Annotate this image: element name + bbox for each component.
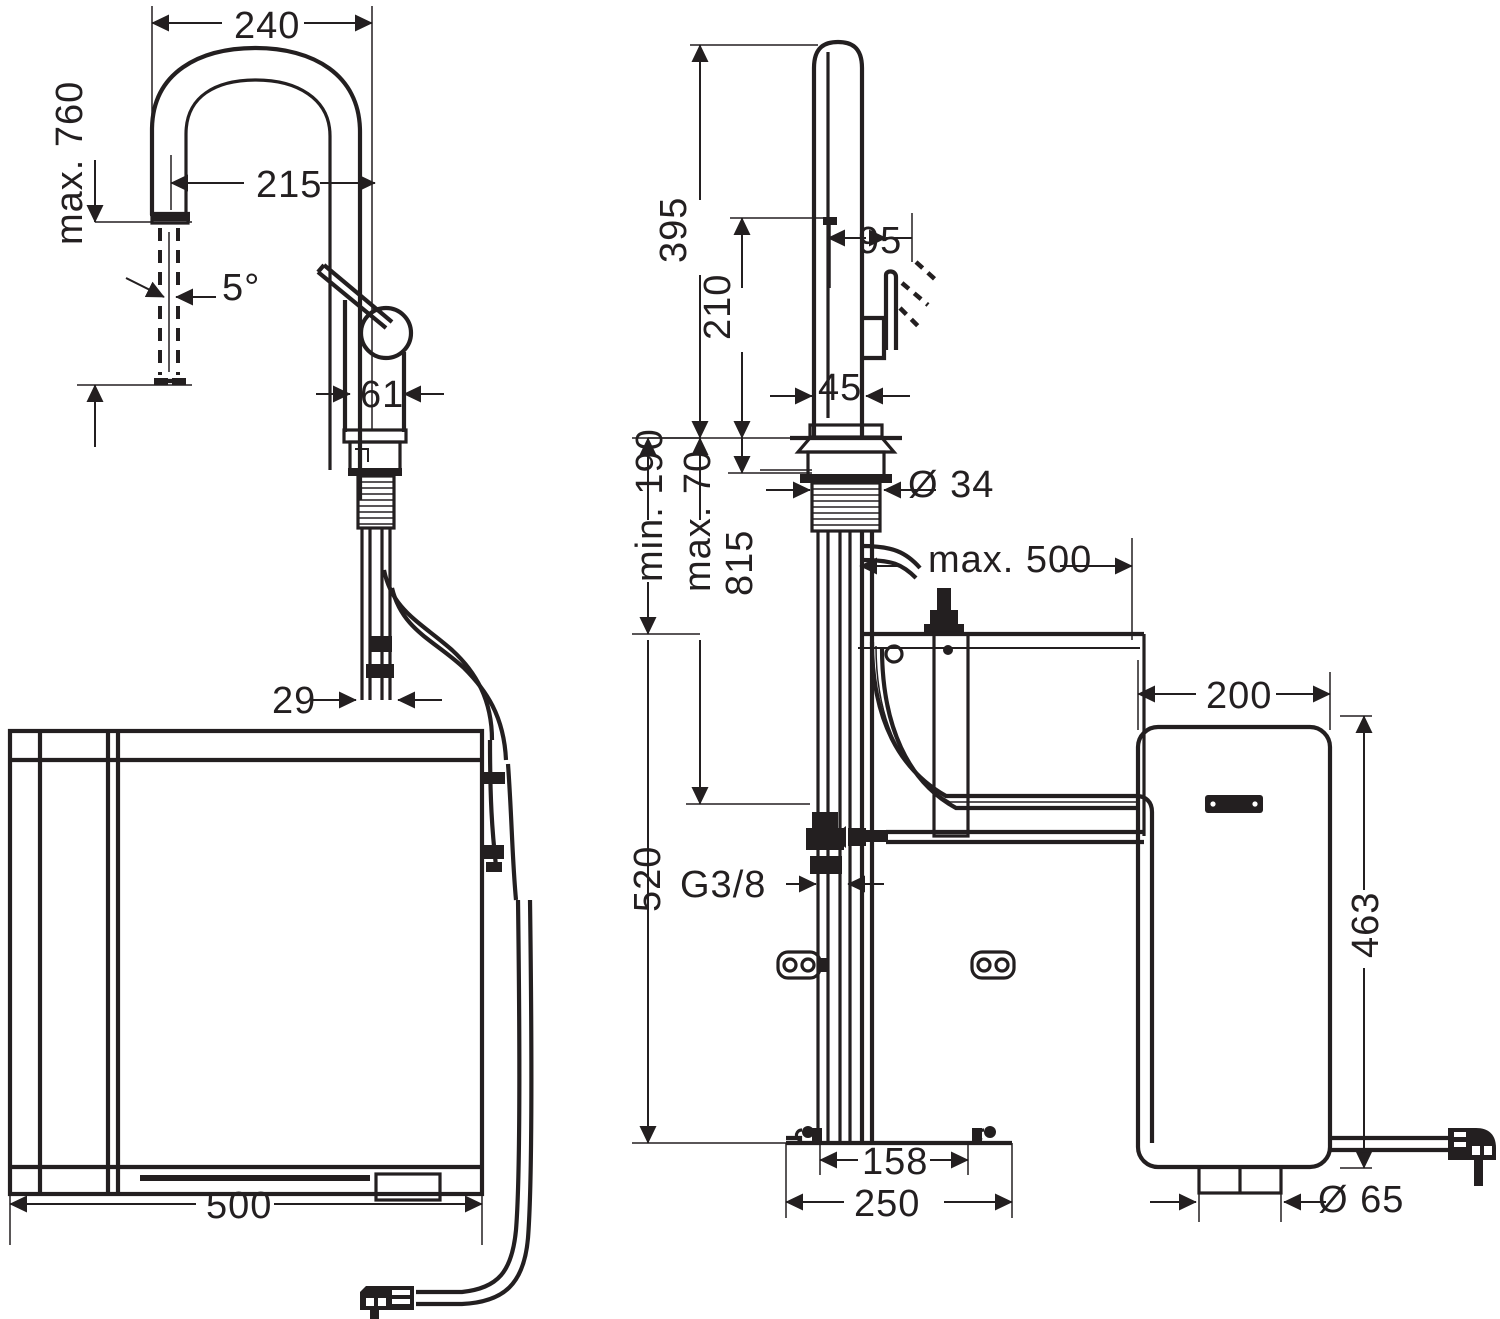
riser-fitting-2 <box>366 664 394 678</box>
base-left-lip <box>786 1135 803 1143</box>
panel-dot <box>943 645 953 655</box>
threaded-shank <box>356 474 396 530</box>
handle-side-cap <box>883 269 899 278</box>
left-view-front-elevation: 240 215 max. 760 5° <box>7 5 534 1319</box>
base-body <box>348 440 402 472</box>
hose-clip-lower-2 <box>486 862 502 872</box>
dim-label-g38: G3/8 <box>680 864 766 906</box>
handle-hub <box>358 305 414 361</box>
shut-off-valve-upper <box>924 588 964 634</box>
pipe-clamp-left <box>776 950 828 980</box>
dim-line-5deg <box>125 277 165 298</box>
spout-tip-fill <box>152 216 190 221</box>
spout-side-detail <box>823 217 837 225</box>
escutcheon-flange <box>800 474 892 483</box>
dim-label-max-500: max. 500 <box>928 539 1092 581</box>
dim-label-61: 61 <box>360 374 404 416</box>
cabinet-cutout <box>374 1172 442 1202</box>
dim-label-500-cabinet: 500 <box>206 1185 272 1227</box>
dim-label-max-760: max. 760 <box>49 81 91 245</box>
tank-mains-plug <box>1448 1128 1496 1186</box>
dim-label-520: 520 <box>627 846 669 912</box>
hose-clip-upper <box>483 772 505 784</box>
spout-inner-contour <box>184 78 332 470</box>
panel-hole <box>884 644 904 664</box>
spout-outer-contour <box>149 45 363 500</box>
power-cable <box>416 899 522 1295</box>
dim-label-d65: Ø 65 <box>1318 1179 1404 1221</box>
power-cable-2 <box>416 899 534 1307</box>
swivel-dash-1 <box>914 260 940 284</box>
flex-hose-a <box>381 569 495 741</box>
dim-label-200: 200 <box>1206 675 1272 717</box>
dim-label-min-190: min. 190 <box>629 428 671 582</box>
dim-label-463: 463 <box>1345 892 1387 958</box>
base-bracket-left <box>794 1126 822 1142</box>
center-view-side-elevation: 395 210 95 45 <box>627 39 1155 1225</box>
dim-label-95: 95 <box>858 220 902 262</box>
hose-clip-lower <box>484 845 504 859</box>
lever-handle-top <box>316 270 388 330</box>
mains-plug <box>360 1286 414 1319</box>
dim-label-815: max. 70 <box>677 450 719 592</box>
escutcheon-plate <box>348 468 402 476</box>
spray-head-left <box>154 378 168 385</box>
right-view-boiler-tank: 200 463 Ø 65 <box>1135 660 1496 1222</box>
base-notch <box>355 448 369 462</box>
riser-fitting <box>370 636 392 652</box>
flex-hose-b2 <box>505 763 519 901</box>
cabinet-outer <box>7 728 485 1197</box>
pipe-clamp-right <box>970 950 1016 980</box>
base-collar <box>342 428 408 444</box>
swivel-dash-3 <box>898 306 924 332</box>
hose-run-b <box>879 647 1136 811</box>
dim-label-395: 395 <box>653 197 695 263</box>
hose-out-a <box>861 543 922 570</box>
spray-head-right <box>172 378 186 385</box>
valve-column <box>932 632 970 838</box>
swivel-dash-2 <box>900 281 930 307</box>
dim-label-158: 158 <box>862 1141 928 1183</box>
status-indicator-strip <box>1205 795 1263 813</box>
lever-handle-cap <box>316 263 326 274</box>
handle-side-hub <box>862 315 887 361</box>
base-bracket-right <box>972 1126 996 1142</box>
dim-label-29: 29 <box>272 680 316 722</box>
cabinet-plinth-strip <box>140 1175 370 1181</box>
hose-run-a <box>869 641 1136 799</box>
dim-label-210: 210 <box>697 274 739 340</box>
dim-label-5deg: 5° <box>222 267 260 309</box>
dim-label-215: 215 <box>256 164 322 206</box>
dim-label-d34: Ø 34 <box>908 464 994 506</box>
dim-label-250: 250 <box>854 1183 920 1225</box>
thread-hatch <box>358 481 394 525</box>
escutcheon-body <box>806 450 886 478</box>
dim-label-max-70: 815 <box>719 530 761 596</box>
dim-label-240: 240 <box>234 5 300 47</box>
dim-label-45: 45 <box>818 367 862 409</box>
lever-handle-bottom <box>322 263 394 324</box>
thread-hatch-center <box>812 488 880 526</box>
hose-run-mid <box>875 645 1136 803</box>
boiler-tank-body <box>1135 724 1333 1170</box>
flex-hose-b <box>389 587 509 761</box>
escutcheon-top <box>808 423 884 439</box>
shut-off-valve-body <box>806 812 888 874</box>
spout-side-body <box>811 39 865 440</box>
